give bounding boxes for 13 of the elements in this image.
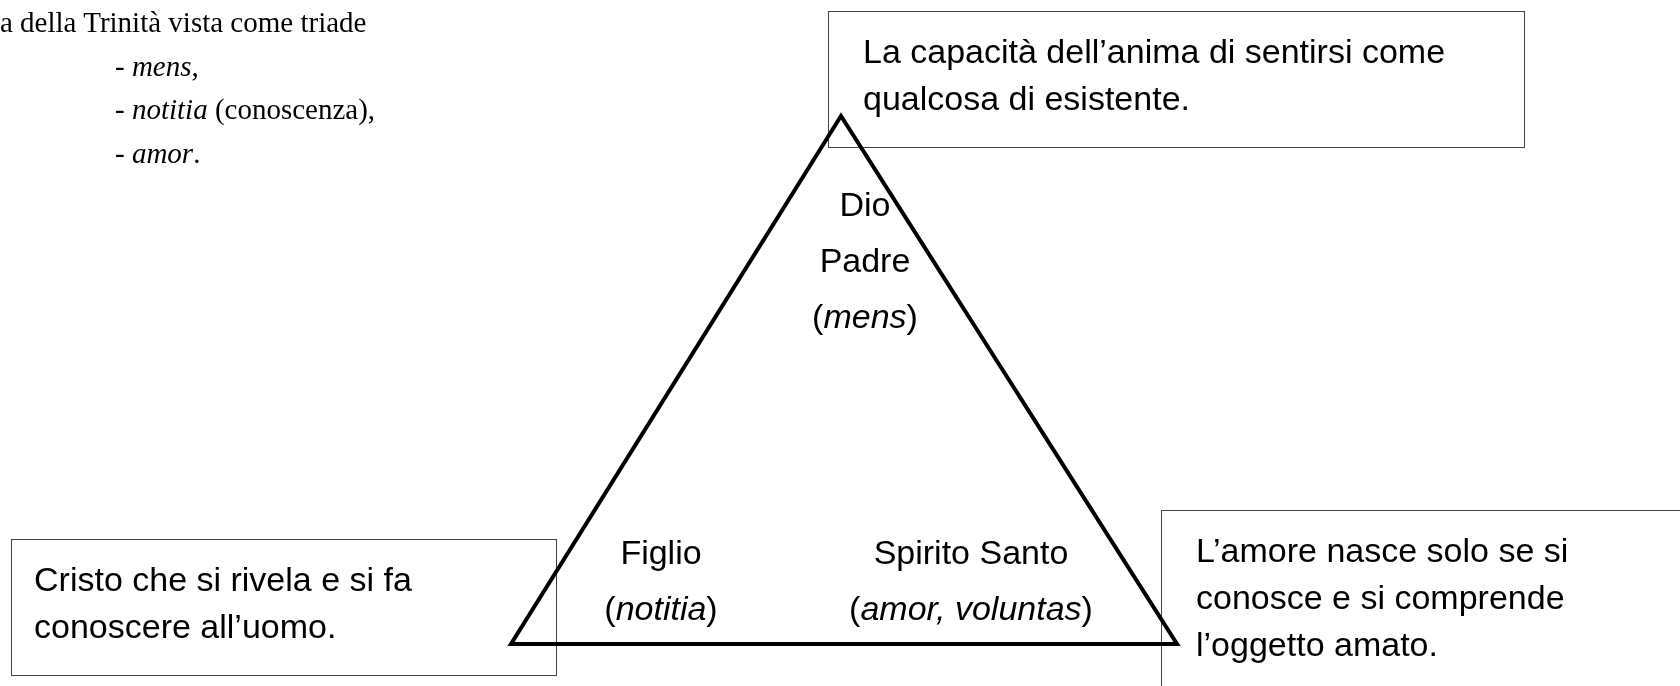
text-box xyxy=(1161,510,1680,686)
box-text: Cristo che si rivela e si fa conoscere all’uomo. xyxy=(34,559,413,647)
list-item: - notitia (conoscenza), xyxy=(115,93,376,126)
text-box xyxy=(11,539,557,676)
box-text: La capacità dell’anima di sentirsi come qualcosa di esistente. xyxy=(863,31,1447,119)
list-item: - mens, xyxy=(115,50,199,83)
box-text: L’amore nasce solo se si conosce e si comprende l’oggetto amato. xyxy=(1196,530,1570,665)
triangle-label: Dio Padre (mens) xyxy=(811,184,919,337)
triangle-label: Spirito Santo (amor, voluntas) xyxy=(848,532,1094,629)
triangle-label: Figlio (notitia) xyxy=(603,532,719,629)
heading-text: a della Trinità vista come triade xyxy=(0,6,367,39)
list-item: - amor. xyxy=(115,137,201,170)
text-box xyxy=(828,11,1525,148)
